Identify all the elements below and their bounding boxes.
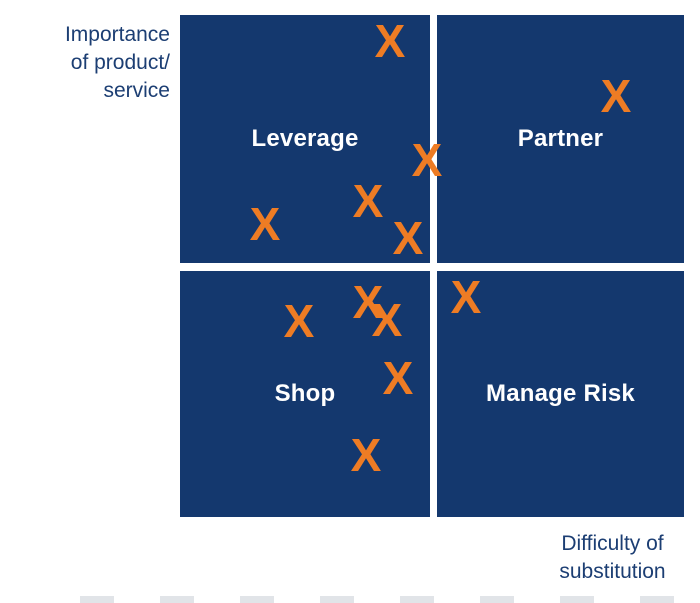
quadrant-leverage: Leverage xyxy=(180,15,430,263)
quadrant-leverage-label: Leverage xyxy=(251,125,359,152)
quadrant-manage-risk: Manage Risk xyxy=(437,271,684,517)
y-axis-label: Importance of product/ service xyxy=(64,23,170,102)
quadrant-shop-label: Shop xyxy=(274,380,336,407)
quadrant-shop: Shop xyxy=(180,271,430,517)
x-axis-label: Difficulty of substitution xyxy=(559,532,666,583)
quadrant-partner: Partner xyxy=(437,15,684,263)
quadrant-partner-label: Partner xyxy=(517,125,604,152)
quadrant-manage-risk-label: Manage Risk xyxy=(486,380,635,407)
cropped-text-remnant xyxy=(80,596,698,603)
